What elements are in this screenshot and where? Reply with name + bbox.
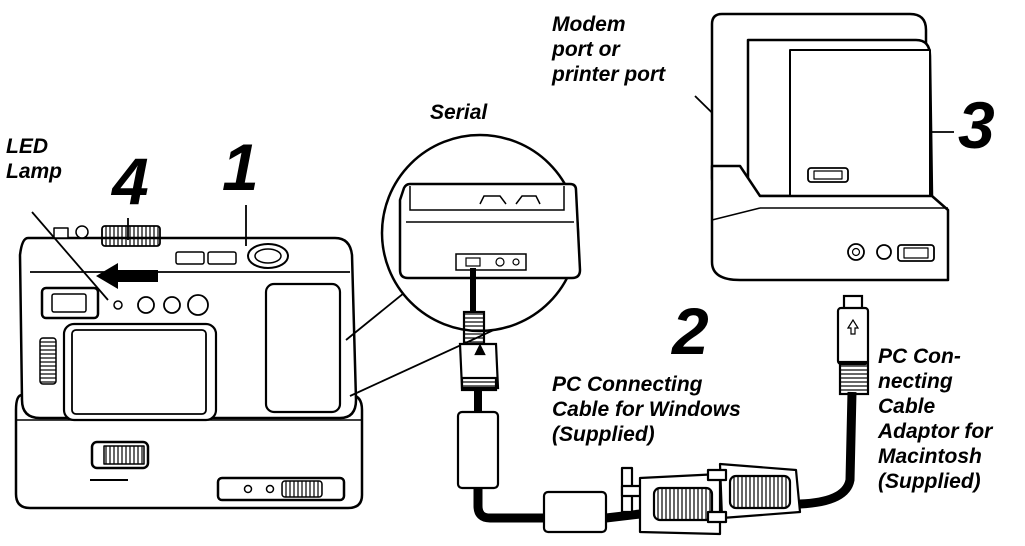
magnified-port-view	[345, 133, 582, 397]
digital-camera	[18, 225, 358, 422]
camera-cradle	[14, 393, 364, 510]
label-pc-connecting-cable: PC Connecting Cable for Windows (Supplie…	[552, 373, 741, 446]
computer-base	[710, 164, 950, 282]
callout-number-2: 2	[672, 294, 709, 368]
label-mac-adaptor: PC Con- necting Cable Adaptor for Macint…	[878, 345, 993, 493]
ferrite-core	[542, 490, 608, 534]
mac-plug	[836, 294, 870, 396]
callout-number-3: 3	[958, 88, 995, 162]
label-led-lamp: LED Lamp	[6, 135, 63, 183]
label-modem-port: Modem port or printer port	[552, 13, 666, 86]
callout-number-1: 1	[222, 130, 259, 204]
macintosh-adaptor	[620, 462, 802, 536]
label-serial: Serial	[430, 101, 488, 124]
cables	[470, 268, 857, 523]
computer-monitor	[710, 12, 934, 198]
callout-number-4: 4	[112, 144, 149, 218]
serial-plug	[456, 310, 500, 490]
